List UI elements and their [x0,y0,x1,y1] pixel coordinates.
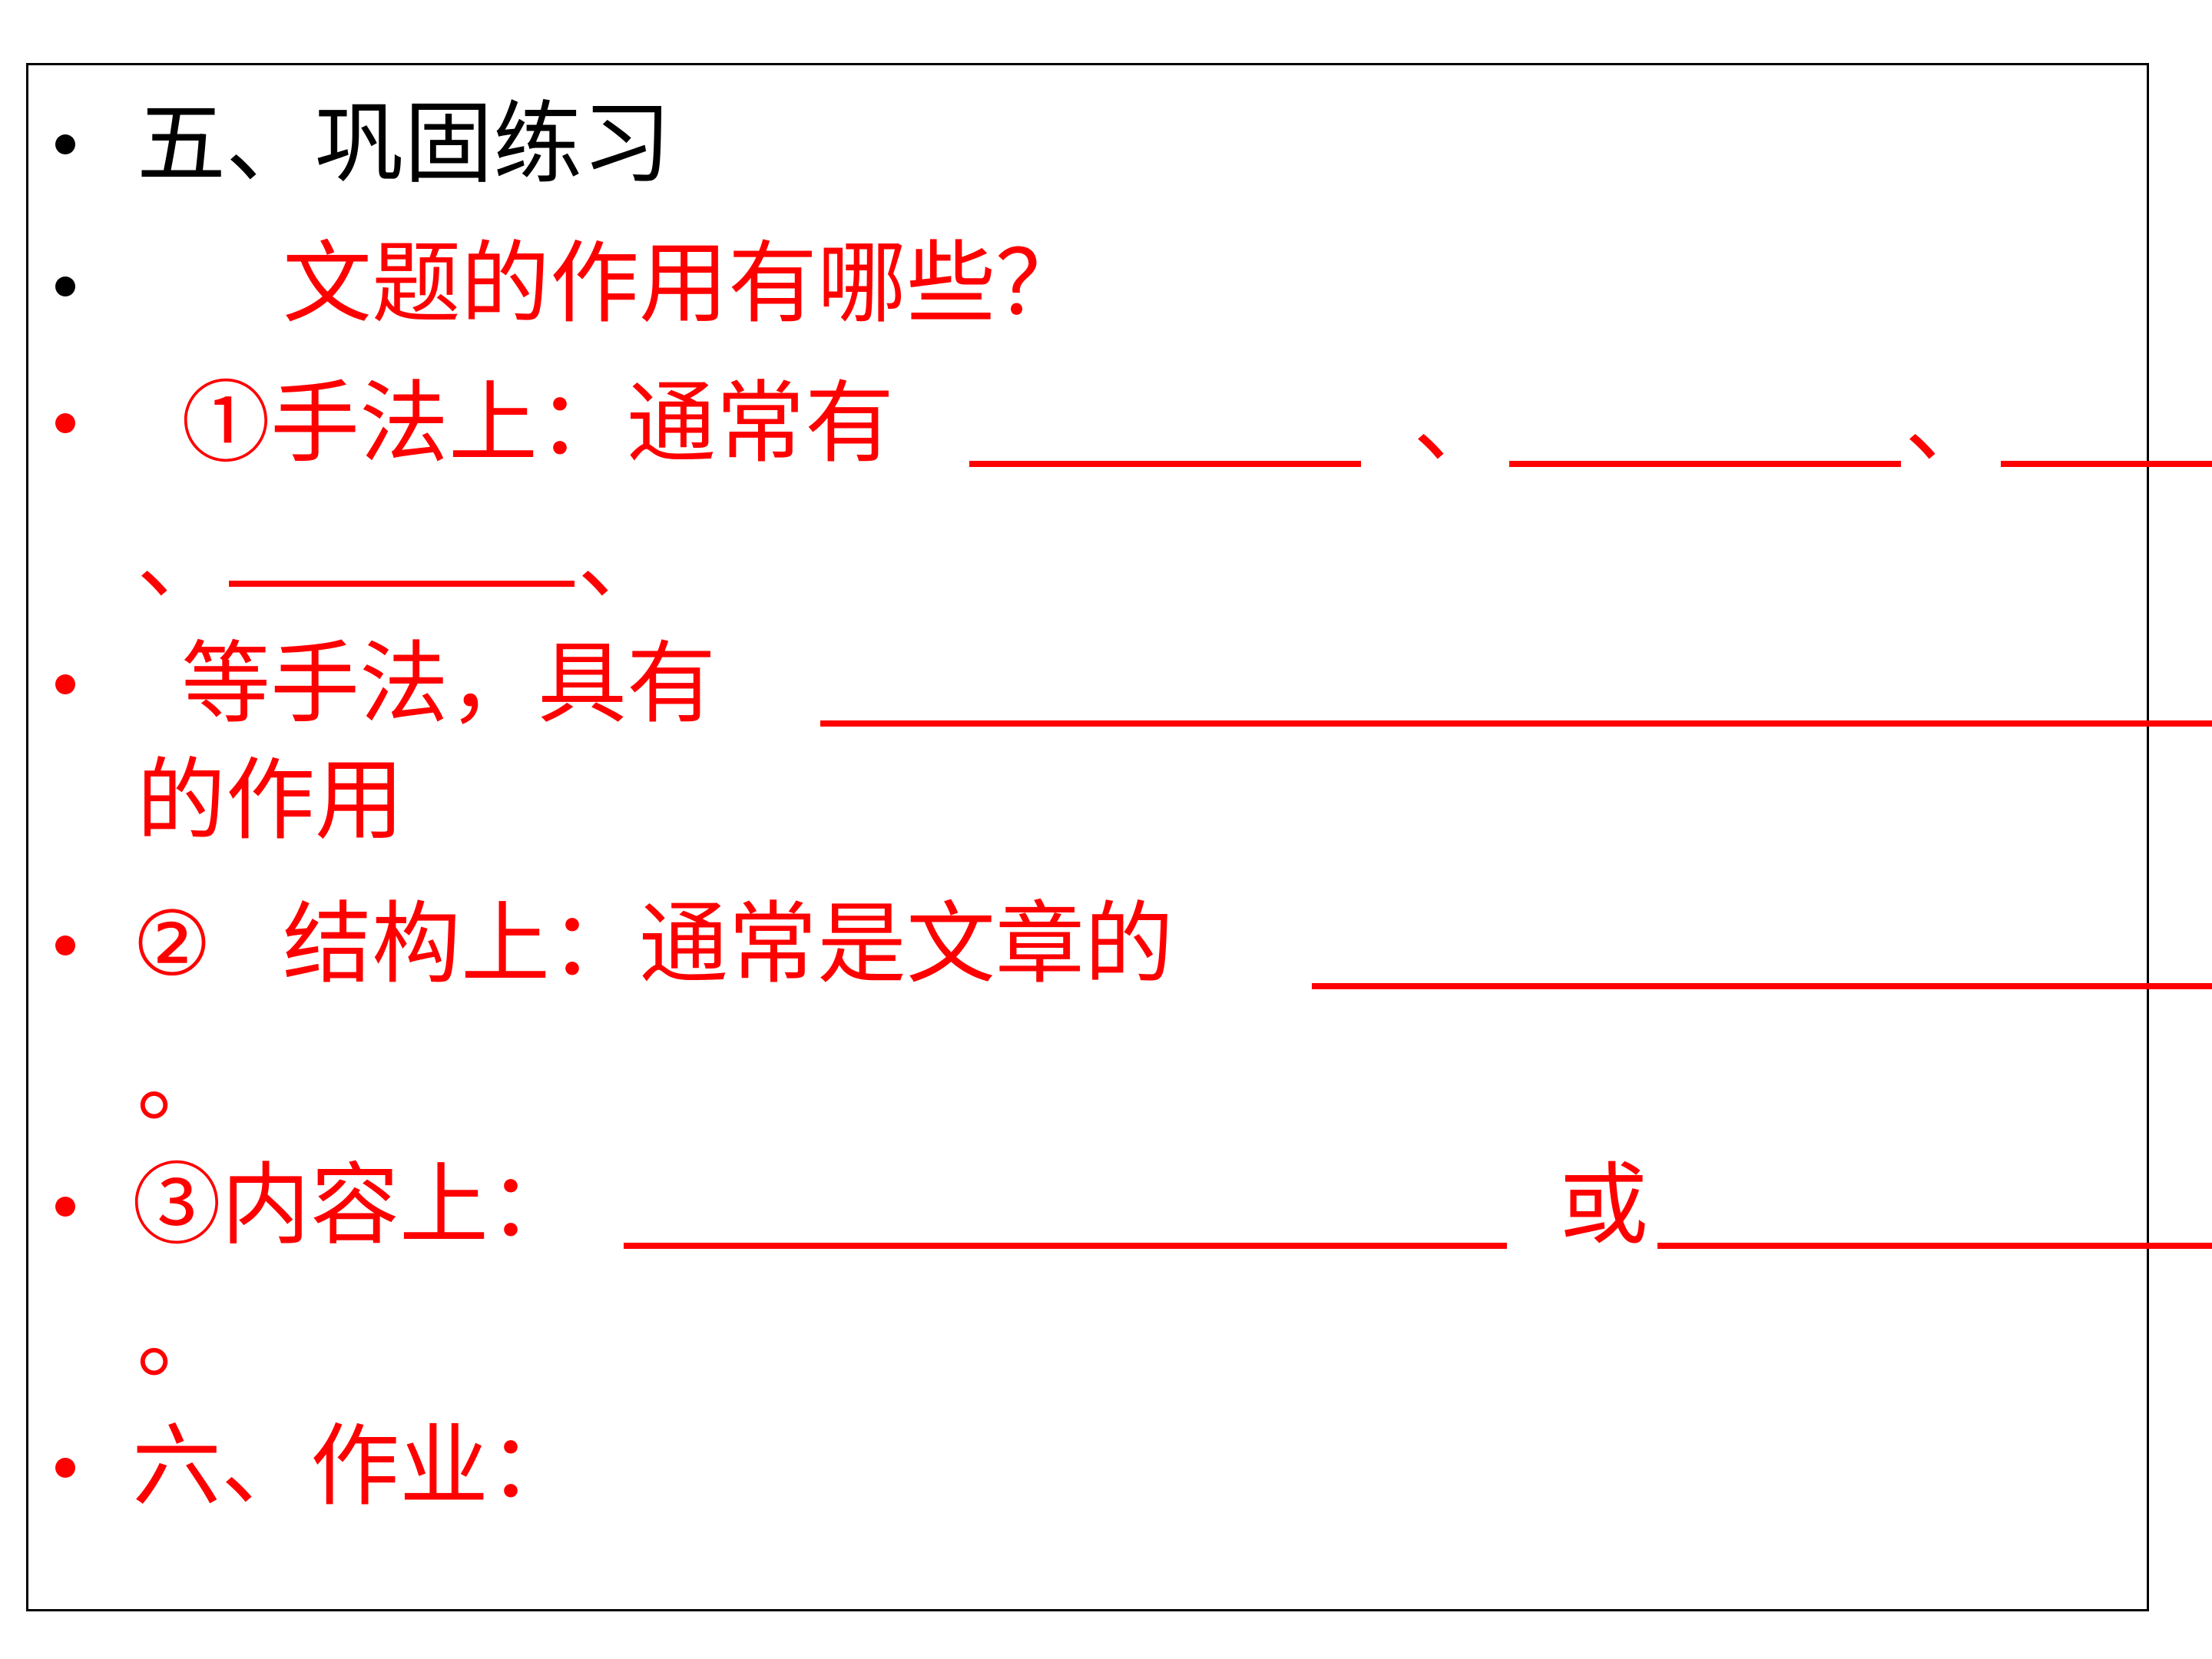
fill-blank[interactable] [2001,461,2212,467]
separator: 、 [1905,372,1994,475]
fill-blank[interactable] [820,720,2212,727]
section-heading-practice: 五、巩固练习 [137,92,671,196]
fill-blank[interactable] [624,1243,1507,1249]
structure-prompt: 结构上：通常是文章的 [283,892,1174,996]
separator: 、 [137,508,226,612]
bullet-dot [55,413,75,433]
content-prompt: ③内容上： [132,1154,578,1257]
technique-prompt: ①手法上：通常有 [181,372,894,475]
fill-blank[interactable] [1657,1243,2212,1249]
fill-blank[interactable] [969,461,1361,467]
sentence-period: 。 [137,1031,226,1134]
separator: 、 [578,508,667,612]
bullet-dot [55,1197,75,1217]
fill-blank[interactable] [1509,461,1901,467]
bullet-dot [55,134,75,154]
fill-blank[interactable] [1312,983,2212,989]
effect-suffix: 的作用 [137,749,404,853]
bullet-dot [55,935,75,955]
section-heading-homework: 六、作业： [132,1415,578,1518]
separator: 、 [1413,372,1502,475]
sentence-period: 。 [137,1287,226,1391]
item-number: ② [132,892,212,996]
fill-blank[interactable] [229,581,575,587]
bullet-dot [55,674,75,694]
question-title: 文题的作用有哪些？ [283,232,1084,336]
or-word: 或 [1559,1154,1648,1257]
bullet-dot [55,276,75,296]
slide-frame [26,63,2149,1611]
effect-prompt: 等手法，具有 [181,632,716,736]
bullet-dot [55,1458,75,1478]
